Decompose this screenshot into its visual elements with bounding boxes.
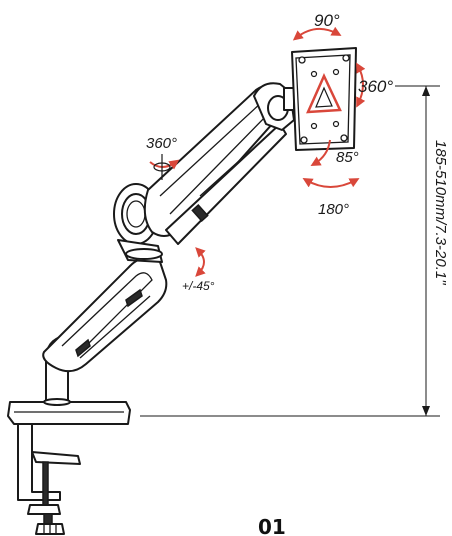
label-360-joint: 360° [146,135,177,152]
label-height-range: 185-510mm/7.3-20.1" [432,140,449,285]
label-85: 85° [336,149,359,166]
arrow-360-right [356,62,366,108]
label-90: 90° [314,11,340,30]
label-360-right: 360° [358,77,393,96]
label-180: 180° [318,201,349,218]
vesa-plate [291,47,357,151]
desk-clamp [7,401,131,535]
arrow-85 [310,139,331,166]
arrow-180 [302,177,360,188]
height-dimension [140,85,440,417]
label-45: +/-45° [182,279,215,293]
axis-symbol [153,154,171,180]
page-number: 01 [258,515,286,536]
arrow-45 [195,247,206,277]
tilt-head [253,82,295,131]
lower-arm [42,256,168,373]
arrow-90 [292,26,342,41]
